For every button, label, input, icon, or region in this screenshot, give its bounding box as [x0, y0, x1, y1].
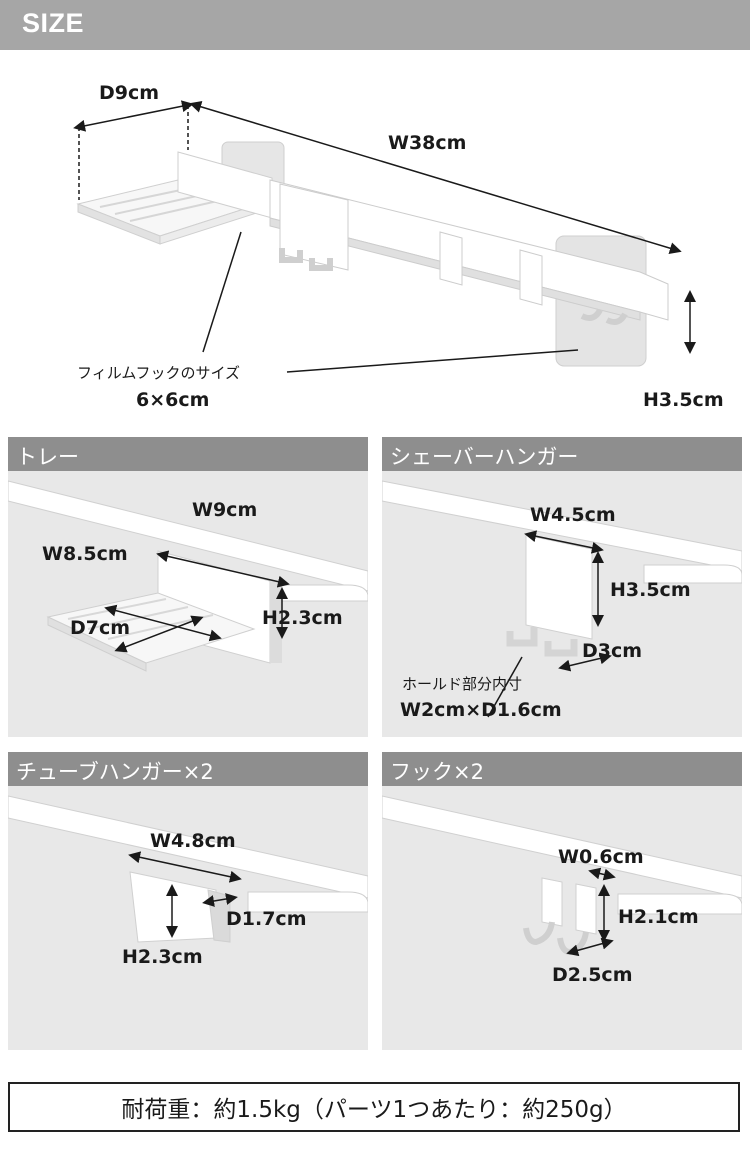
size-header: SIZE — [0, 0, 750, 50]
shaver-panel-header: シェーバーハンガー — [382, 437, 742, 471]
shaver-illustration — [382, 480, 742, 718]
tube-panel: チューブハンガー×2 W4.8cm D1.7cm H2.3cm — [8, 752, 368, 1050]
tube-panel-header: チューブハンガー×2 — [8, 752, 368, 786]
shaver-hold-size: W2cm×D1.6cm — [400, 699, 562, 721]
shaver-height-label: H3.5cm — [610, 579, 691, 601]
product-overview-illustration — [73, 100, 696, 373]
width-dimension-line — [189, 100, 682, 255]
load-capacity-text: 耐荷重：約1.5kg（パーツ1つあたり：約250g） — [121, 1097, 627, 1123]
hook-depth-label: D2.5cm — [552, 964, 633, 986]
tray-panel: トレー W9cm W8.5cm D7cm H2.3cm — [8, 437, 368, 737]
hook-panel: フック×2 W0.6cm H2.1cm D2.5cm — [382, 752, 742, 1050]
shaver-depth-label: D3cm — [582, 640, 643, 662]
shaver-panel-title: シェーバーハンガー — [390, 445, 579, 469]
depth-dimension-line — [73, 100, 194, 132]
tray-depth-label: D7cm — [70, 617, 131, 639]
shaver-width-label: W4.5cm — [530, 504, 616, 526]
shaver-hold-label: ホールド部分内寸 — [402, 675, 523, 693]
film-hook-size: 6×6cm — [136, 389, 210, 411]
film-hook-label: フィルムフックのサイズ — [77, 364, 241, 382]
hook-panel-header: フック×2 — [382, 752, 742, 786]
tube-width-label: W4.8cm — [150, 830, 236, 852]
tray-illustration — [8, 480, 368, 672]
hook-illustration — [382, 795, 742, 957]
hook-height-label: H2.1cm — [618, 906, 699, 928]
load-capacity-box: 耐荷重：約1.5kg（パーツ1つあたり：約250g） — [8, 1082, 740, 1132]
tray-panel-header: トレー — [8, 437, 368, 471]
tray-width-label: W9cm — [192, 499, 258, 521]
size-title: SIZE — [22, 8, 85, 38]
overview-width-label: W38cm — [388, 132, 467, 154]
tube-height-label: H2.3cm — [122, 946, 203, 968]
overview-depth-label: D9cm — [99, 82, 160, 104]
tray-width2-label: W8.5cm — [42, 543, 128, 565]
tube-panel-title: チューブハンガー×2 — [16, 760, 214, 784]
hook-panel-title: フック×2 — [390, 760, 484, 784]
tray-panel-title: トレー — [16, 445, 79, 469]
hook-width-label: W0.6cm — [558, 846, 644, 868]
shaver-panel: シェーバーハンガー W4.5cm H3.5cm D3cm ホールド部分内寸 W2… — [382, 437, 742, 737]
tube-depth-label: D1.7cm — [226, 908, 307, 930]
overview-height-label: H3.5cm — [643, 389, 724, 411]
tray-height-label: H2.3cm — [262, 607, 343, 629]
tube-illustration — [8, 795, 368, 943]
